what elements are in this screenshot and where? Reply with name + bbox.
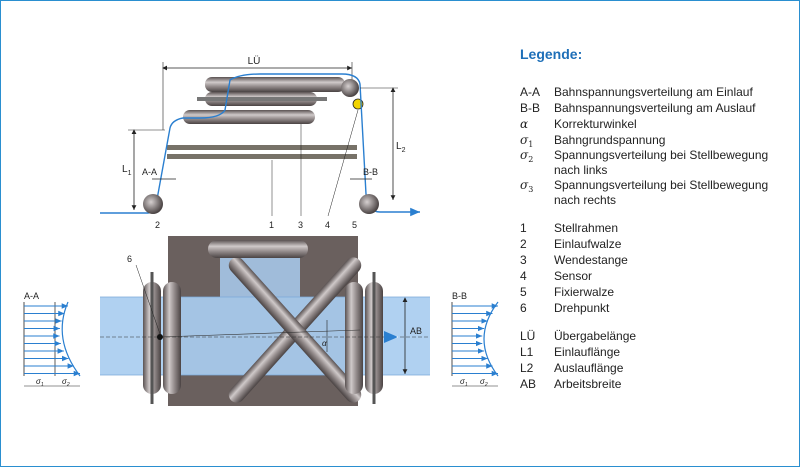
- fixing-roller: [359, 194, 379, 214]
- turning-bar-b: [228, 257, 362, 403]
- pivot-point: [157, 334, 163, 340]
- aa-stress-diagram: A-A σ1 σ2: [23, 291, 81, 388]
- roll-upper: [205, 77, 345, 92]
- num-3: 3: [298, 220, 303, 230]
- alpha-label: α: [322, 339, 327, 348]
- roll-end-cap: [341, 79, 359, 97]
- right-roller-inner: [345, 282, 363, 394]
- bb-label-plan: B-B: [452, 291, 467, 301]
- side-view: LÜ L1 L2 A-A B-B 2 1 3: [100, 55, 420, 230]
- num-6: 6: [127, 254, 132, 264]
- legend-title: Legende:: [520, 46, 583, 62]
- l1-label: L1: [122, 164, 132, 177]
- legend-gap-2: [520, 316, 790, 328]
- legend-gap: [520, 208, 790, 220]
- roll-lower: [183, 110, 315, 124]
- aa-sigma2: σ2: [62, 377, 70, 388]
- num-5: 5: [352, 220, 357, 230]
- bb-stress-diagram: B-B σ1 σ2: [451, 291, 499, 388]
- leader-4: [327, 109, 359, 217]
- ab-label: AB: [410, 326, 422, 336]
- bb-curve: [483, 301, 499, 377]
- aa-curve: [61, 301, 81, 377]
- bb-arrows: [452, 303, 498, 377]
- roll-shaft: [197, 97, 327, 101]
- frame-bar-2: [167, 154, 357, 159]
- l2-label: L2: [396, 141, 406, 154]
- num-1: 1: [269, 220, 274, 230]
- left-roller-inner: [163, 282, 181, 394]
- plan-view: 6 α AB: [100, 236, 430, 406]
- aa-label-plan: A-A: [24, 291, 39, 301]
- leader-6: [135, 264, 161, 335]
- plan-top-roll: [208, 240, 308, 258]
- aa-arrows: [24, 303, 80, 377]
- aa-sigma1: σ1: [36, 377, 44, 388]
- bb-label-top: B-B: [363, 167, 378, 177]
- bb-sigma1: σ1: [460, 377, 468, 388]
- frame-bar-1: [167, 145, 357, 150]
- aa-label-top: A-A: [142, 167, 157, 177]
- web-path: [100, 73, 420, 217]
- lu-label: LÜ: [248, 55, 261, 67]
- tilt-line: [159, 329, 361, 338]
- num-2: 2: [155, 220, 160, 230]
- inlet-roller: [143, 194, 163, 214]
- num-4: 4: [325, 220, 330, 230]
- bb-sigma2: σ2: [480, 377, 488, 388]
